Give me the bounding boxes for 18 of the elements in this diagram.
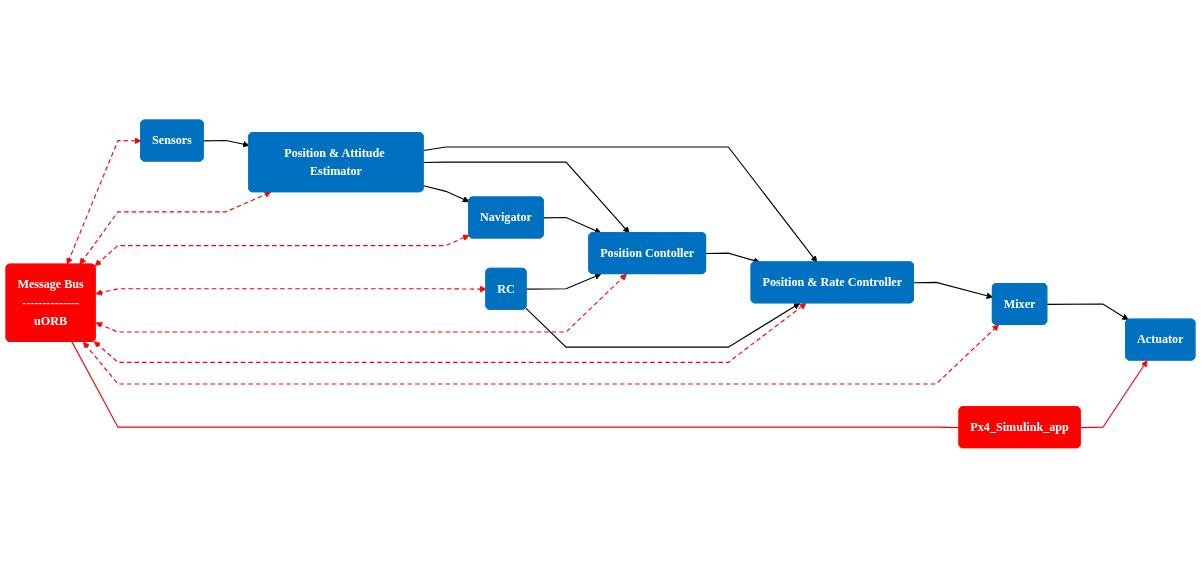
arrow xyxy=(203,139,250,148)
arrow xyxy=(525,272,602,290)
arrow xyxy=(423,161,630,233)
arrow xyxy=(423,184,470,202)
arrow xyxy=(95,285,487,296)
arrow xyxy=(1046,303,1129,320)
arrow xyxy=(543,216,602,234)
arrow xyxy=(83,324,999,385)
arrow xyxy=(79,191,272,265)
arrow xyxy=(66,137,142,265)
arrow xyxy=(94,234,470,266)
arrow xyxy=(1080,359,1148,428)
arrow xyxy=(913,281,994,299)
arrow xyxy=(525,302,801,348)
connector xyxy=(71,340,960,428)
arrow xyxy=(95,273,627,333)
arrow xyxy=(93,302,807,363)
arrow xyxy=(423,146,818,263)
